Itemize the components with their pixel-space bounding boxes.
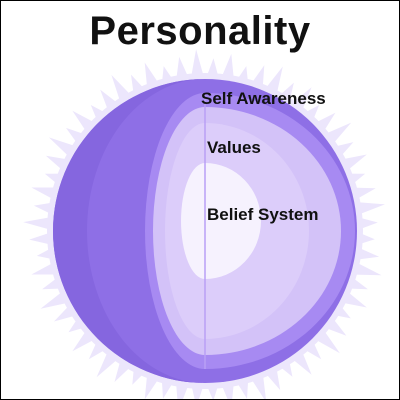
label-self-awareness: Self Awareness (201, 89, 326, 108)
label-values: Values (207, 138, 261, 157)
layer-belief-system (181, 163, 261, 279)
diagram-title: Personality (89, 9, 311, 53)
label-belief-system: Belief System (207, 205, 319, 224)
sphere-shadow-band (53, 79, 205, 383)
